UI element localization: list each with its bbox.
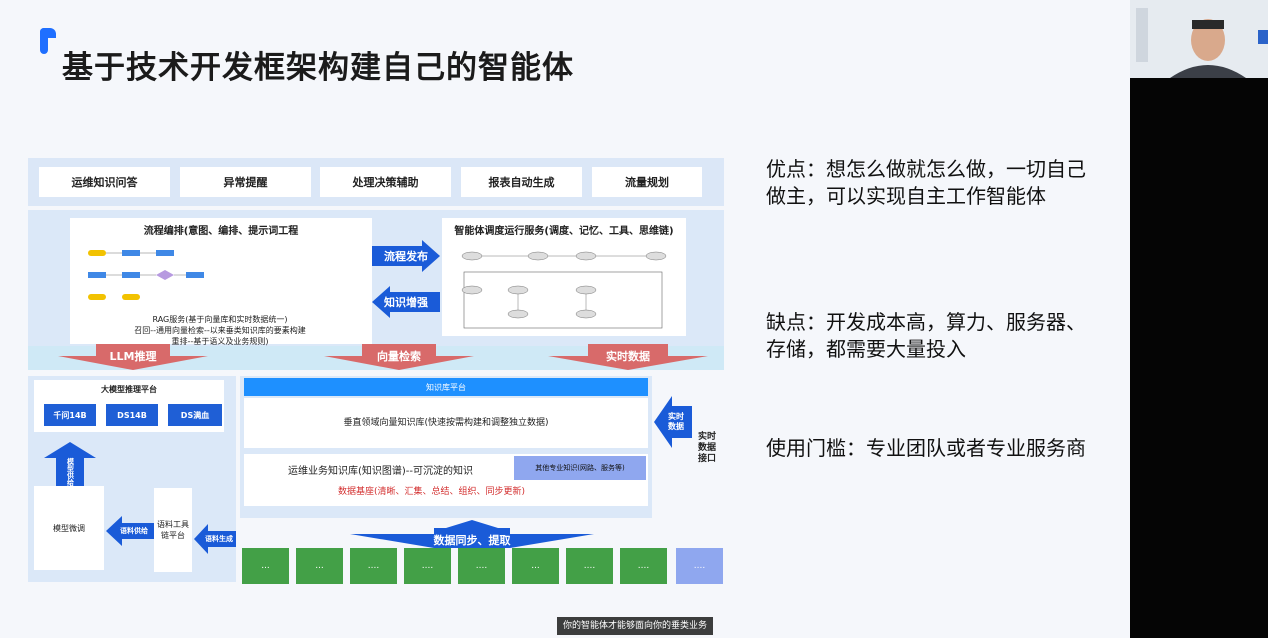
speaker-avatar-icon — [1130, 0, 1268, 78]
rag-line: 召回--通用向量检索--以来垂类知识库的要素构建 — [134, 326, 306, 335]
model-platform-area: 大模型推理平台 千问14B DS14B DS满血 模型供给 模型微调 语料供给 … — [28, 376, 236, 582]
vector-arrow: 向量检索 — [324, 344, 474, 370]
publish-arrow: 流程发布 — [372, 240, 440, 272]
data-source: .... — [566, 548, 613, 584]
subtitle-caption: 你的智能体才能够面向你的垂类业务 — [557, 617, 714, 635]
slide: 基于技术开发框架构建自己的智能体 运维知识问答 异常提醒 处理决策辅助 报表自动… — [28, 28, 1086, 635]
enhance-arrow: 知识增强 — [372, 286, 440, 318]
corpus-gen-arrow: 语料生成 — [194, 524, 236, 554]
inference-platform-title: 大模型推理平台 — [101, 385, 157, 394]
note-cons: 缺点：开发成本高，算力、服务器、存储，都需要大量投入 — [766, 310, 1086, 361]
meeting-side-panel — [1130, 0, 1268, 638]
inference-platform-box: 大模型推理平台 千问14B DS14B DS满血 — [34, 380, 224, 432]
realtime-left-arrow: 实时数据 — [654, 396, 692, 448]
model-supply-arrow: 模型供给 — [44, 442, 96, 486]
kb-platform-header: 知识库平台 — [244, 378, 648, 396]
rag-line: RAG服务(基于向量库和实时数据统一) — [152, 315, 288, 324]
speaker-video[interactable] — [1130, 0, 1268, 78]
data-source: ... — [242, 548, 289, 584]
model-ds14b: DS14B — [106, 404, 158, 426]
sync-arrow: 数据同步、提取 — [350, 520, 594, 548]
service-item: 报表自动生成 — [461, 167, 582, 197]
vector-kb-box: 垂直领域向量知识库(快速按需构建和调整独立数据) — [244, 398, 648, 448]
services-band: 运维知识问答 异常提醒 处理决策辅助 报表自动生成 流量规划 — [28, 158, 724, 206]
llm-arrow: LLM推理 — [58, 344, 208, 370]
service-item: 异常提醒 — [180, 167, 311, 197]
data-source: ... — [296, 548, 343, 584]
flow-sketch-icon — [88, 250, 204, 300]
model-ds-full: DS满血 — [168, 404, 222, 426]
note-threshold: 使用门槛：专业团队或者专业服务商 — [766, 436, 1086, 460]
data-foundation: 数据基座(清晰、汇集、总结、组织、同步更新) — [338, 487, 526, 497]
corpus-tool-box: 语料工具链平台 — [154, 488, 192, 572]
other-kb-box: 其他专业知识(网路、服务等) — [514, 456, 646, 480]
ops-kb-box: 运维业务知识库(知识图谱)--可沉淀的知识 数据基座(清晰、汇集、总结、组织、同… — [244, 454, 648, 506]
rag-line: 重排--基于语义及业务规则) — [171, 337, 269, 346]
data-source: ... — [512, 548, 559, 584]
realtime-interface-label: 实时数据接口 — [698, 432, 717, 464]
data-source: .... — [350, 548, 397, 584]
runtime-sketch-icon — [461, 251, 667, 329]
data-source: .... — [404, 548, 451, 584]
runtime-box: 智能体调度运行服务(调度、记忆、工具、思维链) — [442, 218, 686, 336]
brand-logo-icon — [40, 28, 56, 54]
data-source: .... — [620, 548, 667, 584]
data-source: .... — [458, 548, 505, 584]
data-source: .... — [676, 548, 723, 584]
model-qwen14b: 千问14B — [44, 404, 96, 426]
realtime-arrow: 实时数据 — [548, 344, 708, 370]
agent-services-band: 流程编排(意图、编排、提示词工程 RAG — [28, 210, 724, 350]
ops-kb-title: 运维业务知识库(知识图谱)--可沉淀的知识 — [288, 466, 474, 477]
finetune-box: 模型微调 — [34, 486, 104, 570]
corpus-supply-arrow: 语料供给 — [106, 516, 154, 546]
service-item: 流量规划 — [592, 167, 702, 197]
architecture-diagram: 运维知识问答 异常提醒 处理决策辅助 报表自动生成 流量规划 流程编排(意图、编… — [28, 158, 724, 586]
page-title: 基于技术开发框架构建自己的智能体 — [62, 50, 574, 86]
service-item: 运维知识问答 — [39, 167, 170, 197]
orchestration-title: 流程编排(意图、编排、提示词工程 — [143, 226, 299, 237]
note-pros: 优点：想怎么做就怎么做，一切自己做主，可以实现自主工作智能体 — [766, 157, 1086, 208]
orchestration-box: 流程编排(意图、编排、提示词工程 RAG — [70, 218, 372, 346]
kb-platform-area: 知识库平台 垂直领域向量知识库(快速按需构建和调整独立数据) 运维业务知识库(知… — [240, 376, 652, 518]
service-item: 处理决策辅助 — [320, 167, 451, 197]
runtime-title: 智能体调度运行服务(调度、记忆、工具、思维链) — [454, 226, 674, 237]
